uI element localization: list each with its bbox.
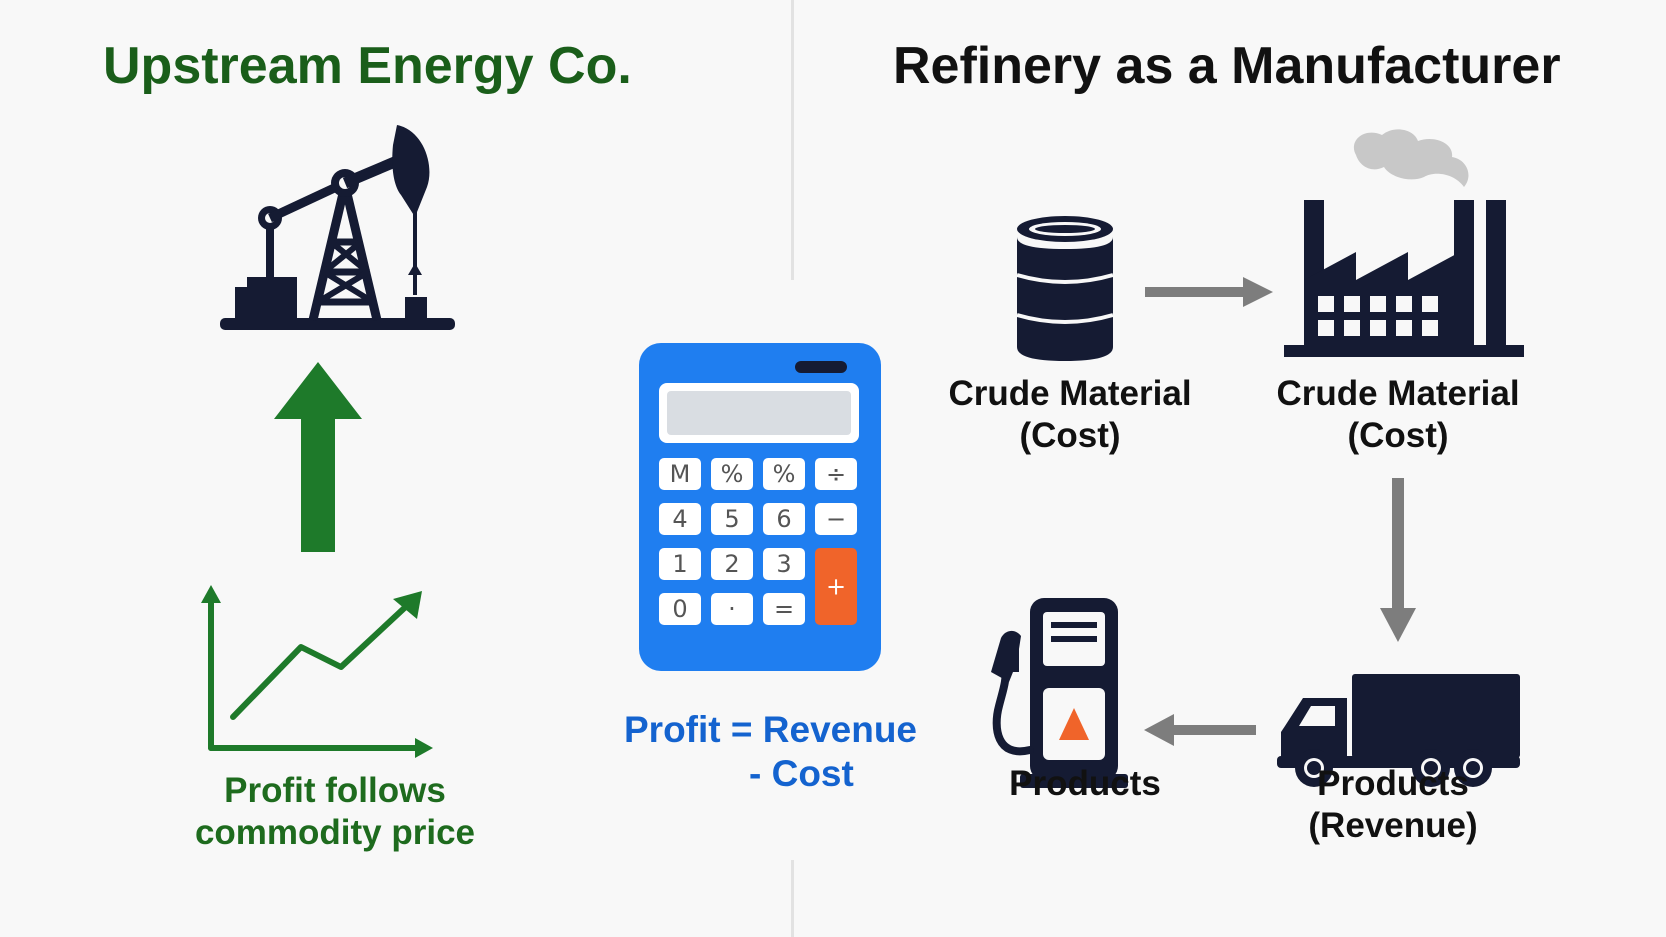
calculator-key (763, 458, 805, 490)
caption-line-1: Profit follows (224, 771, 446, 810)
left-panel-title: Upstream Energy Co. (103, 37, 632, 95)
node-label-line: (Cost) (1019, 416, 1121, 455)
calculator-key (815, 548, 857, 625)
calculator-key (659, 548, 701, 580)
right-panel-title: Refinery as a Manufacturer (893, 37, 1561, 95)
calculator-key-label: % (721, 460, 744, 488)
formula-line-1: Profit = Revenue (624, 709, 918, 750)
profit-formula: Profit = Revenue - Cost (624, 708, 944, 796)
calculator-key-label: 6 (776, 505, 791, 533)
node-label-line: Products (1317, 764, 1469, 803)
calculator-key-label: % (773, 460, 796, 488)
calculator-key (763, 503, 805, 535)
calculator-key (711, 503, 753, 535)
calculator-key (815, 458, 857, 490)
node-label-line: Crude Material (1276, 374, 1520, 413)
calculator-key-label: M (670, 460, 691, 488)
calculator-key (763, 548, 805, 580)
calculator-key (659, 503, 701, 535)
fuel-pump-icon (991, 598, 1128, 788)
formula-line-2: - Cost (749, 753, 854, 794)
truck-icon (1277, 674, 1520, 787)
up-arrow-icon (274, 362, 362, 552)
calculator-key (659, 458, 701, 490)
node-label-products: Products (940, 763, 1230, 805)
calculator-key-label: ÷ (826, 460, 846, 488)
smoke-icon (1353, 129, 1469, 187)
calculator-key-label: · (728, 595, 736, 623)
node-label-crude-1: Crude Material (Cost) (930, 373, 1210, 457)
calculator-key-label: 3 (776, 550, 791, 578)
divider-bottom (791, 860, 794, 937)
calculator-key-label: = (774, 595, 794, 623)
calculator-key (815, 503, 857, 535)
calculator-key-label: 4 (672, 505, 687, 533)
calculator-key (763, 593, 805, 625)
rising-chart-icon (201, 585, 433, 758)
divider-top (791, 0, 794, 280)
calculator-key-label: − (826, 505, 846, 533)
oil-barrel-icon (1016, 216, 1114, 361)
calculator-key (711, 548, 753, 580)
node-label-products-revenue: Products (Revenue) (1248, 763, 1538, 847)
left-caption: Profit follows commodity price (165, 770, 505, 854)
calculator-icon: M%% ÷ 4 5 6 − 1 2 3 +0 · = (639, 343, 881, 671)
flow-arrow-right (1145, 277, 1273, 307)
calculator-key-label: 1 (672, 550, 687, 578)
calculator-key (711, 458, 753, 490)
flow-arrow-down (1380, 478, 1416, 642)
calculator-key-label: 0 (672, 595, 687, 623)
calculator-key-label: 2 (724, 550, 739, 578)
calculator-key-label: + (826, 573, 846, 601)
caption-line-2: commodity price (194, 813, 476, 852)
node-label-line: (Cost) (1347, 416, 1449, 455)
node-label-line: Crude Material (948, 374, 1192, 413)
calculator-key (659, 593, 701, 625)
flow-arrow-left (1144, 714, 1256, 746)
calculator-key-label: 5 (724, 505, 739, 533)
factory-icon (1284, 200, 1524, 357)
oil-pumpjack-icon (220, 125, 455, 330)
calculator-key (711, 593, 753, 625)
node-label-crude-2: Crude Material (Cost) (1258, 373, 1538, 457)
node-label-line: Products (1009, 764, 1161, 803)
node-label-line: (Revenue) (1308, 806, 1478, 845)
